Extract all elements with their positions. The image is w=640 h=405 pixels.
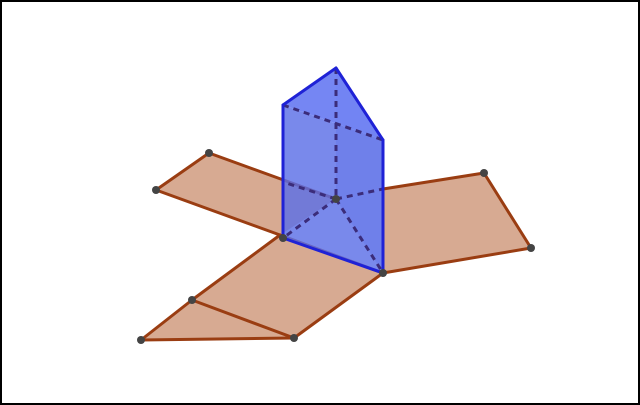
net-edge	[190, 233, 282, 302]
vertex-point[interactable]	[205, 149, 213, 157]
net-edge	[381, 171, 486, 191]
vertex-point[interactable]	[137, 336, 145, 344]
prism-top-face	[283, 68, 383, 140]
prism-edge	[334, 66, 385, 142]
vertex-point[interactable]	[188, 296, 196, 304]
net-edge	[139, 298, 194, 342]
vertices	[137, 149, 535, 344]
vertex-point[interactable]	[152, 186, 160, 194]
vertex-point[interactable]	[290, 334, 298, 342]
prism-edge	[281, 236, 385, 275]
vertex-point[interactable]	[480, 169, 488, 177]
net-edge	[154, 188, 282, 237]
hidden-edge	[282, 180, 337, 201]
net-edge	[381, 246, 533, 275]
hidden-edges	[282, 68, 385, 274]
vertex-point[interactable]	[379, 269, 387, 277]
hidden-edge	[335, 187, 384, 201]
hidden-edge	[334, 198, 385, 274]
prism	[281, 66, 385, 275]
vertex-point[interactable]	[527, 244, 535, 252]
hidden-edge	[282, 103, 384, 142]
net-edge	[292, 271, 385, 340]
net-edge	[139, 336, 296, 342]
net-edge	[482, 171, 533, 250]
prism-edge	[281, 66, 338, 107]
vertex-point[interactable]	[332, 195, 340, 203]
net-face-front-rectangle	[192, 235, 383, 338]
prism-edges	[281, 66, 385, 275]
net-edge	[190, 298, 296, 340]
vertex-point[interactable]	[279, 234, 287, 242]
net-edge	[154, 151, 211, 192]
net-face-right-rectangle	[383, 173, 531, 273]
